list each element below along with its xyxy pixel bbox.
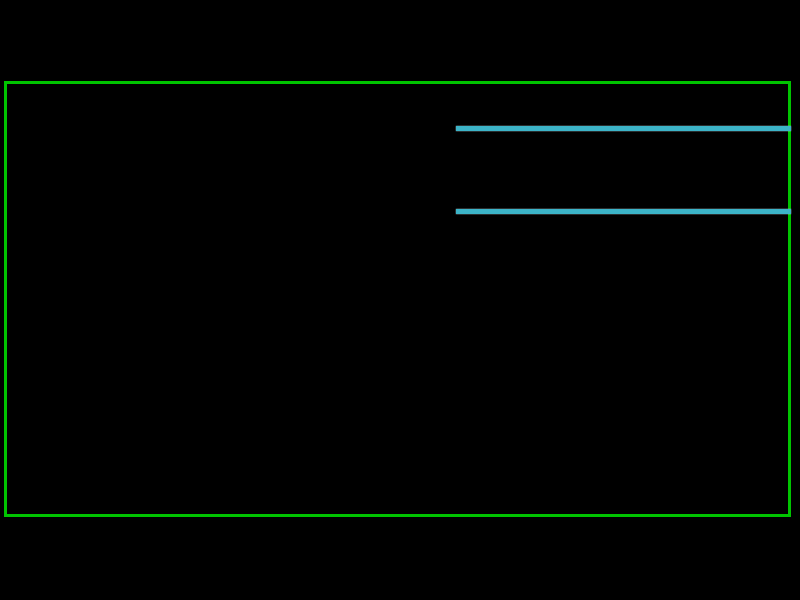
boundary-rectangle xyxy=(4,81,791,517)
horizontal-line-bottom xyxy=(456,209,791,214)
horizontal-line-top xyxy=(456,126,791,131)
